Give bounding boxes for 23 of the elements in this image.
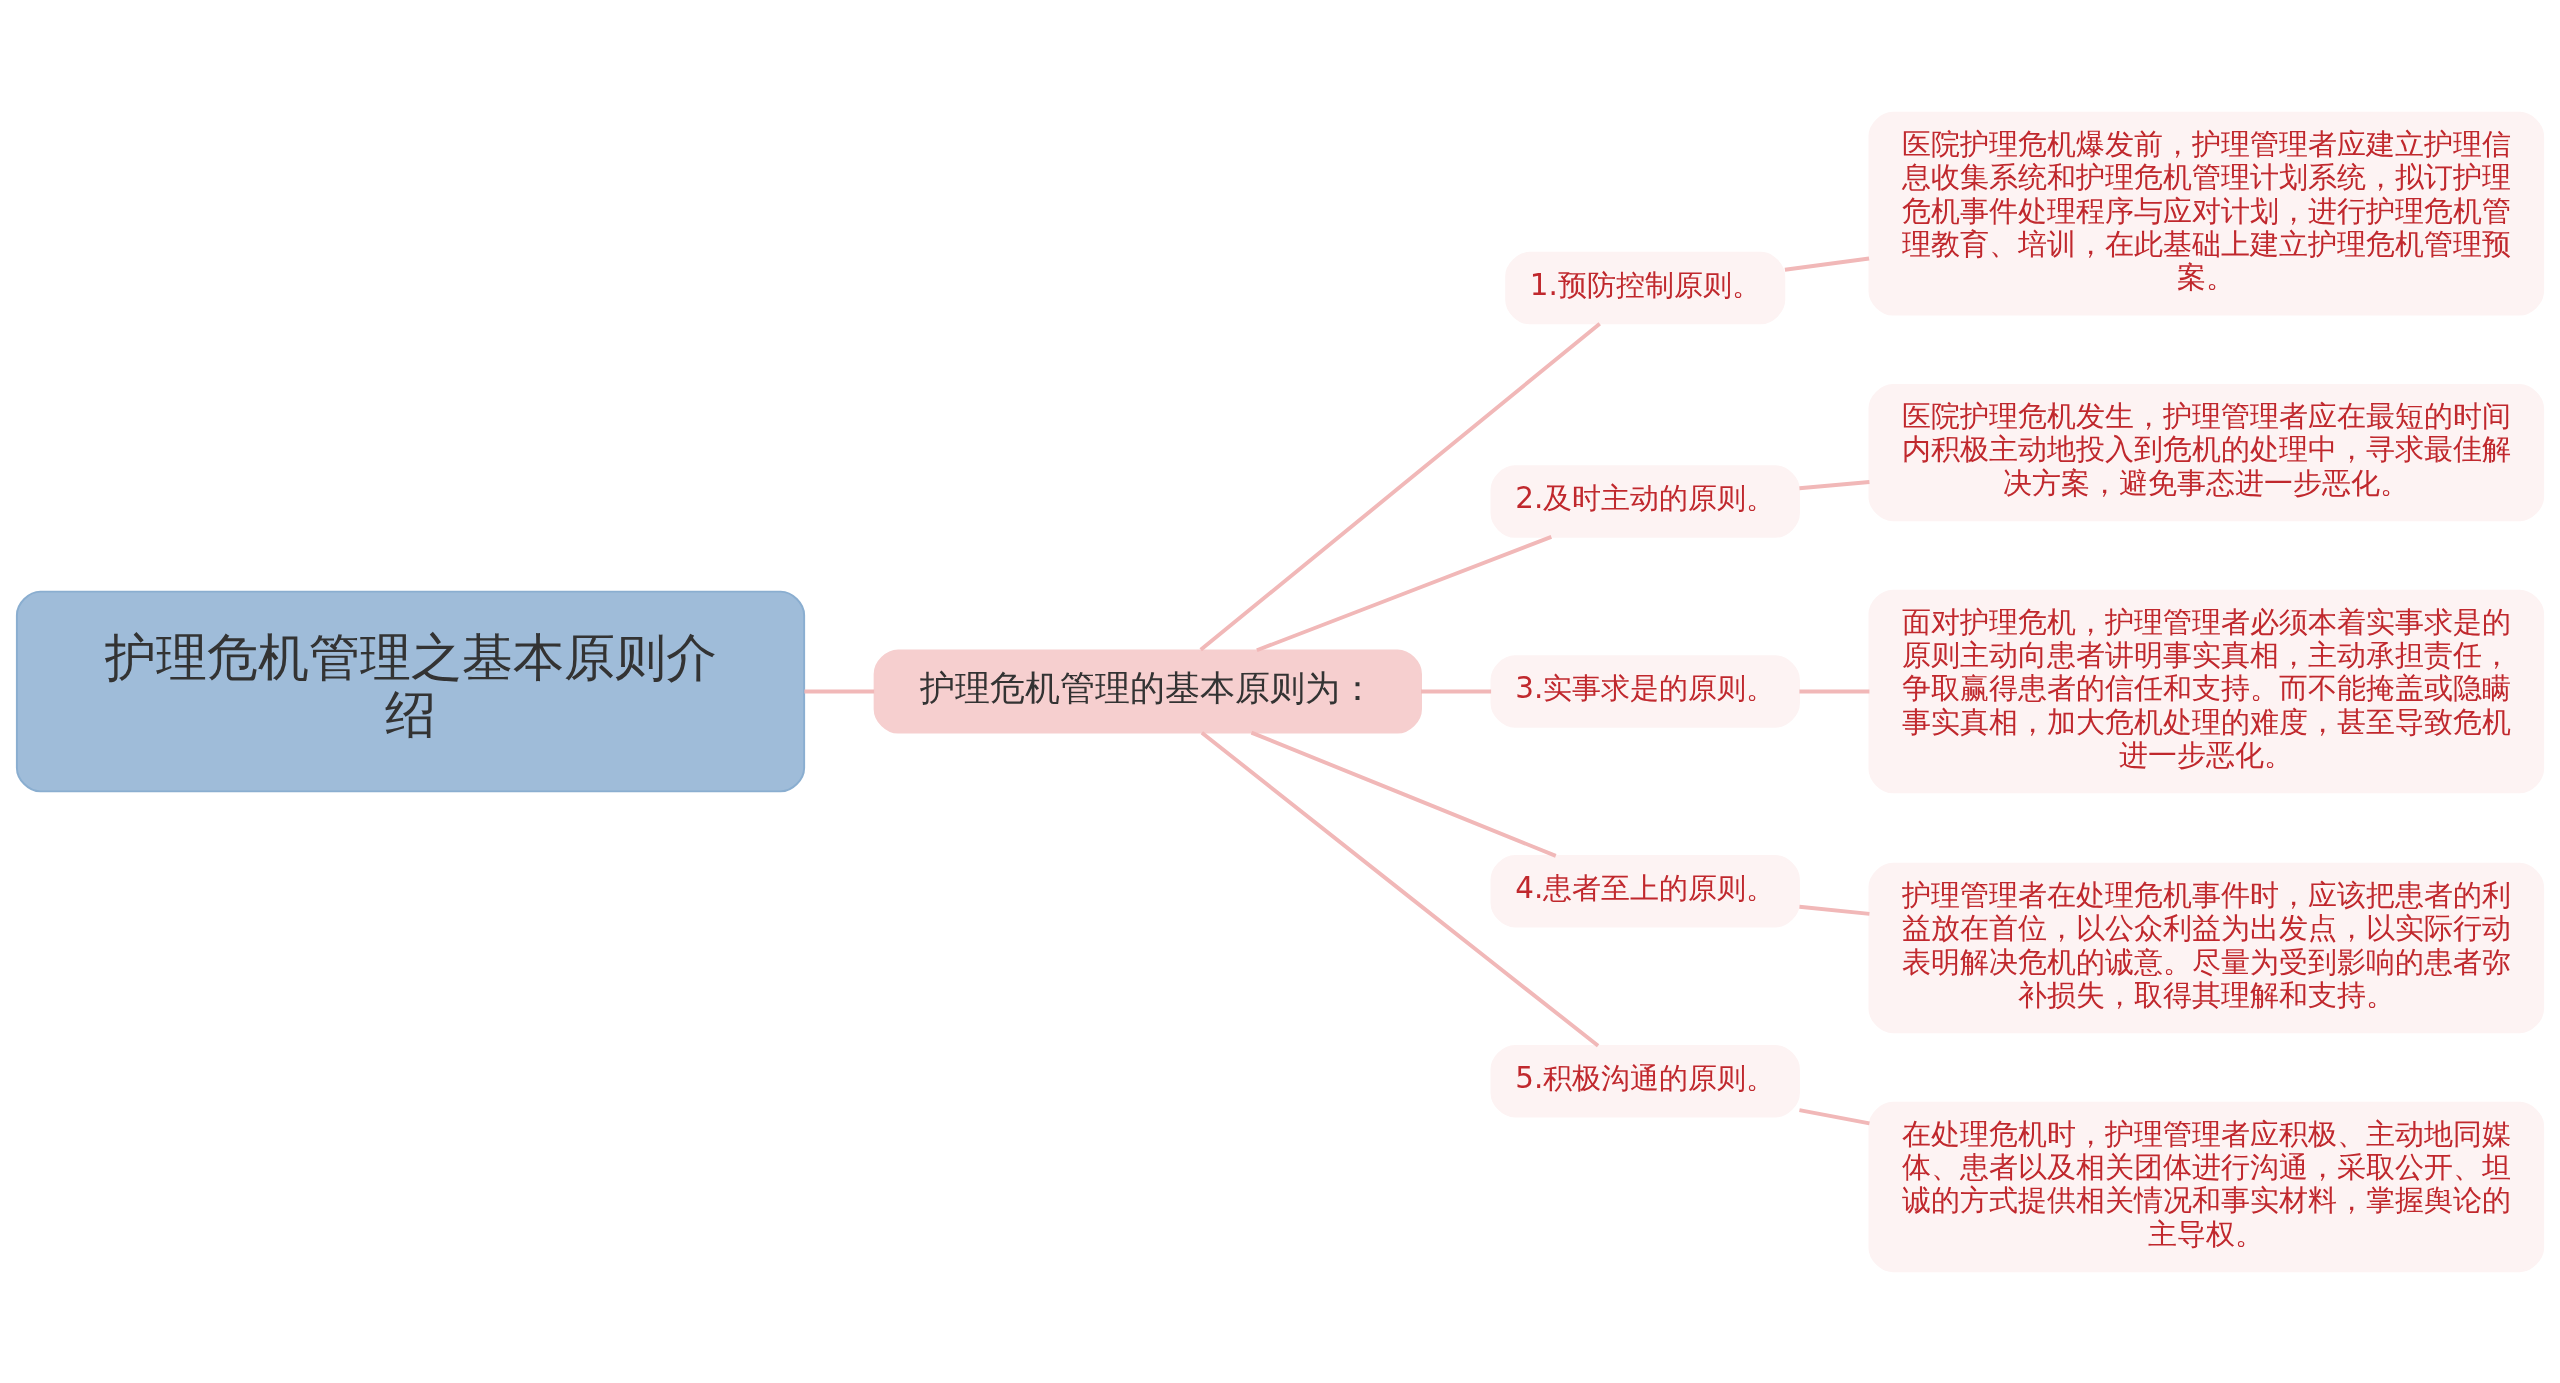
connector xyxy=(1799,904,1870,916)
node-box: 医院护理危机爆发前，护理管理者应建立护理信息收集系统和护理危机管理计划系统，拟订护理危机事件处理程序与应对计划，进行护理危机管理教育、培训，在此基础上建立护理危机管理预案。 xyxy=(1868,111,2545,316)
node-box: 护理危机管理之基本原则介绍 xyxy=(15,590,806,792)
node-box: 5.积极沟通的原则。 xyxy=(1490,1044,1800,1117)
node-box: 1.预防控制原则。 xyxy=(1505,251,1786,324)
connector xyxy=(804,689,875,693)
connector xyxy=(1250,730,1557,858)
node-box: 3.实事求是的原则。 xyxy=(1490,654,1800,728)
node-box: 面对护理危机，护理管理者必须本着实事求是的原则主动向患者讲明事实真相，主动承担责任，争取赢得患者的信任和支持。而不能掩盖或隐瞒事实真相，加大危机处理的难度，甚至导致危机进一步恶化。 xyxy=(1868,589,2545,793)
node-box: 4.患者至上的原则。 xyxy=(1490,854,1800,927)
connector xyxy=(1799,1107,1870,1125)
node-box: 护理危机管理的基本原则为： xyxy=(873,648,1422,734)
node-box: 在处理危机时，护理管理者应积极、主动地同媒体、患者以及相关团体进行沟通，采取公开、坦诚的方式提供相关情况和事实材料，掌握舆论的主导权。 xyxy=(1868,1101,2545,1272)
connector xyxy=(1784,256,1870,272)
connector xyxy=(1799,689,1870,693)
connector xyxy=(1799,479,1870,490)
connector xyxy=(1200,730,1600,1047)
connector xyxy=(1256,534,1553,652)
node-box: 医院护理危机发生，护理管理者应在最短的时间内积极主动地投入到危机的处理中，寻求最佳解决方案，避免事态进一步恶化。 xyxy=(1868,383,2545,521)
node-box: 护理管理者在处理危机事件时，应该把患者的利益放在首位，以公众利益为出发点，以实际行动表明解决危机的诚意。尽量为受到影响的患者弥补损失，取得其理解和支持。 xyxy=(1868,862,2545,1033)
connector xyxy=(1421,689,1492,693)
node-box: 2.及时主动的原则。 xyxy=(1490,464,1800,538)
connector xyxy=(1199,321,1601,651)
